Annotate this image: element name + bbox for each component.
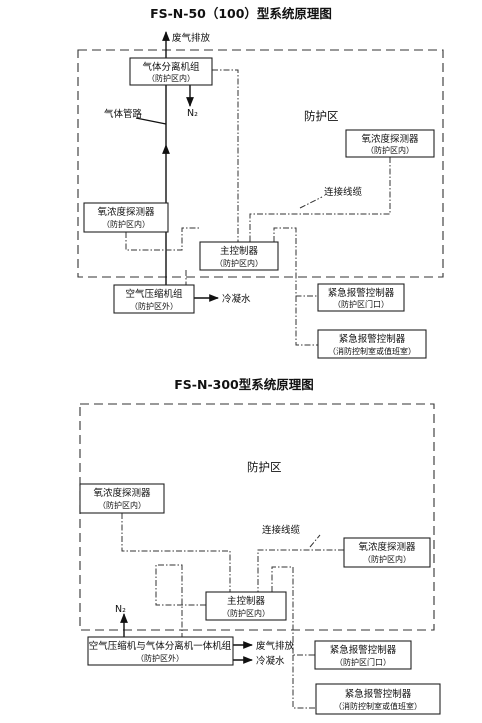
cable-right-detector-controller [257, 549, 344, 592]
cable-controller-alarm-room [292, 655, 316, 709]
emergency-alarm-room: 紧急报警控制器 （消防控制室或值班室） [317, 329, 427, 359]
cable-left-detector-controller [121, 513, 231, 592]
emergency-alarm-door: 紧急报警控制器 （防护区门口） [314, 640, 412, 670]
gas-pipe-leader [135, 117, 167, 125]
waste-gas-label: 废气排放 [256, 640, 295, 652]
oxygen-detector-left-location: （防护区内） [102, 219, 150, 229]
n2-label: N₂ [115, 604, 126, 615]
main-controller-title: 主控制器 [227, 595, 266, 607]
air-compressor-unit: 空气压缩机组 （防护区外） [113, 284, 195, 314]
cable-controller-compressor [155, 564, 206, 637]
emergency-alarm-door-location: （防护区门口） [333, 299, 389, 309]
diagram-fs-n-50: FS-N-50（100）型系统原理图 防护区 废气排放 N₂ 气体管路 连接线缆… [77, 6, 444, 359]
cable-label: 连接线缆 [262, 524, 301, 536]
cable-leader [309, 534, 321, 548]
compressor-separator-title: 空气压缩机与气体分离机一体机组 [89, 640, 232, 652]
diagram-title: FS-N-300型系统原理图 [174, 377, 313, 392]
emergency-alarm-room: 紧急报警控制器 （消防控制室或值班室） [315, 683, 441, 715]
oxygen-detector-right: 氧浓度探测器 （防护区内） [343, 537, 431, 568]
oxygen-detector-right-title: 氧浓度探测器 [358, 541, 416, 553]
cable-controller-alarm-room [295, 296, 318, 346]
cable-controller-alarm-door [271, 566, 315, 656]
cable-separator-controller [212, 69, 239, 242]
oxygen-detector-left: 氧浓度探测器 （防护区内） [79, 483, 165, 514]
cable-left-detector-controller [125, 227, 200, 251]
air-compressor-title: 空气压缩机组 [125, 288, 183, 300]
emergency-alarm-room-title: 紧急报警控制器 [345, 688, 412, 700]
emergency-alarm-room-location: （消防控制室或值班室） [334, 701, 422, 711]
emergency-alarm-door-title: 紧急报警控制器 [330, 644, 397, 656]
emergency-alarm-room-title: 紧急报警控制器 [339, 333, 406, 345]
emergency-alarm-door-title: 紧急报警控制器 [328, 287, 395, 299]
oxygen-detector-left-title: 氧浓度探测器 [97, 206, 155, 218]
main-controller: 主控制器 （防护区内） [199, 241, 279, 271]
main-controller-title: 主控制器 [220, 245, 259, 257]
condensate-label: 冷凝水 [256, 655, 285, 667]
main-controller-location: （防护区内） [222, 608, 270, 618]
cable-right-detector-controller [249, 157, 391, 242]
oxygen-detector-right-location: （防护区内） [363, 554, 411, 564]
gas-separator-unit: 气体分离机组 （防护区内） [129, 57, 213, 86]
n2-label: N₂ [187, 108, 198, 119]
compressor-separator-location: （防护区外） [136, 653, 184, 663]
oxygen-detector-right-title: 氧浓度探测器 [361, 133, 419, 145]
diagram-fs-n-300: FS-N-300型系统原理图 防护区 连接线缆 N₂ 废气排放 冷凝水 氧浓度探… [79, 377, 441, 715]
gas-pipe-label: 气体管路 [104, 108, 143, 120]
compressor-separator-unit: 空气压缩机与气体分离机一体机组 （防护区外） [87, 636, 234, 666]
gas-separator-location: （防护区内） [147, 73, 195, 83]
main-controller-location: （防护区内） [215, 258, 263, 268]
zone-label: 防护区 [304, 109, 339, 123]
protection-zone-boundary [79, 403, 435, 631]
condensate-label: 冷凝水 [222, 293, 251, 305]
oxygen-detector-left: 氧浓度探测器 （防护区内） [83, 202, 169, 233]
cable-leader [299, 196, 323, 209]
oxygen-detector-left-location: （防护区内） [98, 500, 146, 510]
cable-controller-alarm-door [273, 227, 318, 297]
air-compressor-location: （防护区外） [130, 301, 178, 311]
gas-separator-title: 气体分离机组 [142, 61, 200, 73]
oxygen-detector-right-location: （防护区内） [366, 145, 414, 155]
emergency-alarm-room-location: （消防控制室或值班室） [328, 346, 416, 356]
diagram-title: FS-N-50（100）型系统原理图 [150, 6, 332, 21]
main-controller: 主控制器 （防护区内） [205, 591, 287, 621]
oxygen-detector-left-title: 氧浓度探测器 [93, 487, 151, 499]
emergency-alarm-door: 紧急报警控制器 （防护区门口） [317, 283, 405, 312]
cable-label: 连接线缆 [324, 186, 363, 198]
emergency-alarm-door-location: （防护区门口） [335, 657, 391, 667]
protection-zone-boundary [77, 49, 444, 278]
waste-gas-label: 废气排放 [172, 32, 211, 44]
oxygen-detector-right: 氧浓度探测器 （防护区内） [345, 129, 435, 158]
zone-label: 防护区 [247, 460, 282, 474]
